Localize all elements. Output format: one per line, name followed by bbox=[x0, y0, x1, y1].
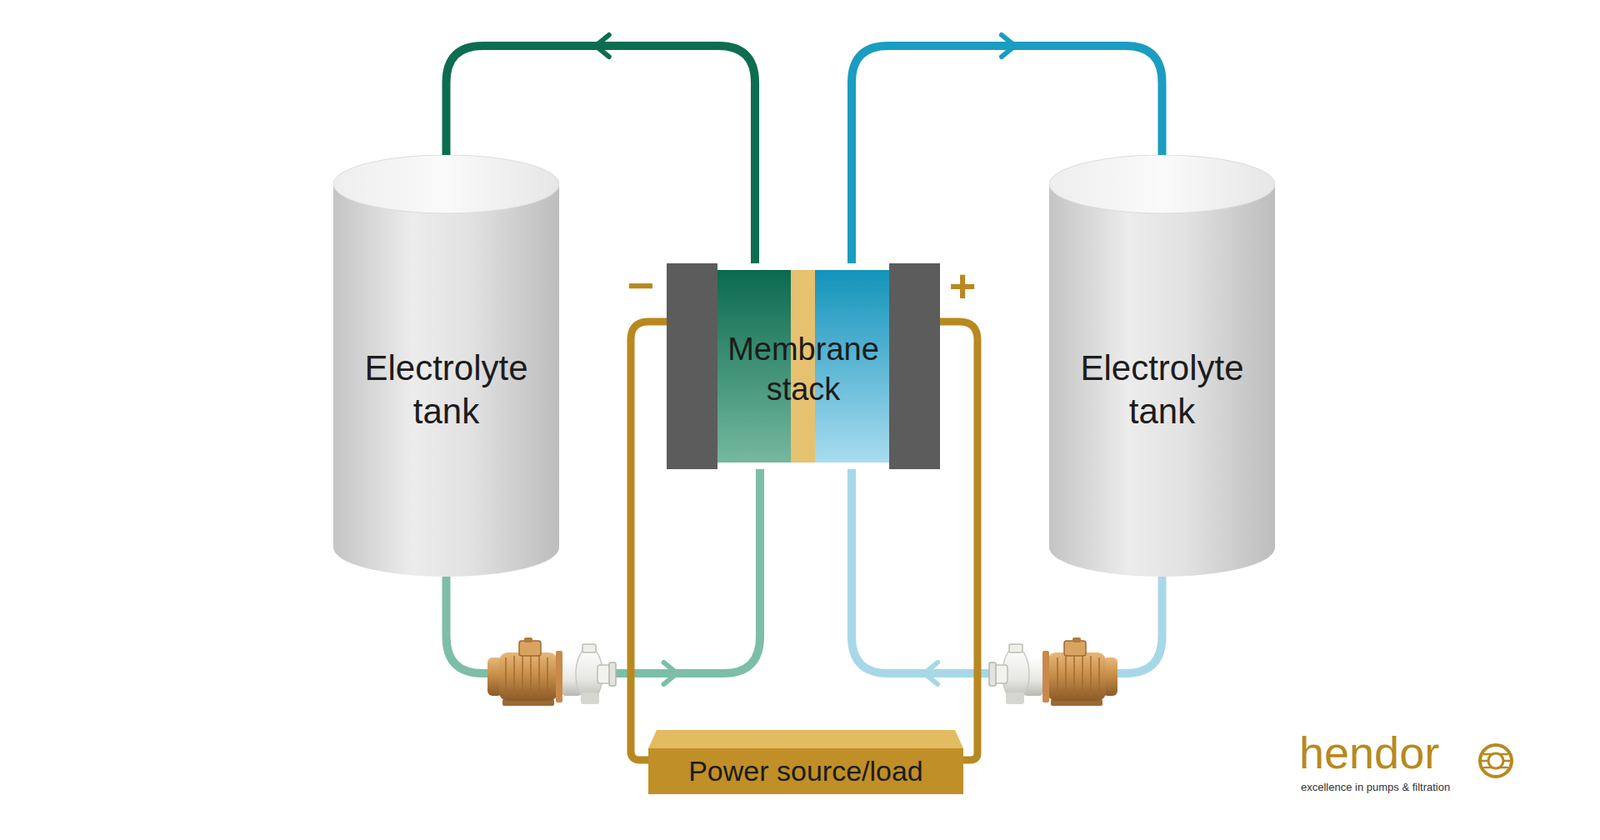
logo-tagline: excellence in pumps & filtration bbox=[1300, 781, 1518, 794]
connector-line bbox=[630, 321, 667, 760]
flow-arrowhead bbox=[1001, 35, 1015, 57]
logo-mark bbox=[1480, 745, 1512, 777]
pump bbox=[487, 637, 616, 706]
flow-arrowhead bbox=[924, 662, 938, 685]
terminal-sign: + bbox=[932, 260, 993, 312]
power-wire bbox=[940, 321, 978, 760]
flow-arrowhead bbox=[595, 35, 610, 57]
power-source-box: Power source/load bbox=[648, 730, 964, 795]
electrolyte-tank: Electrolyte tank bbox=[1049, 155, 1275, 577]
pump bbox=[989, 637, 1118, 706]
node-label: Electrolyte tank bbox=[1080, 346, 1244, 435]
node-label: Membrane stack bbox=[727, 330, 880, 410]
node-label: Electrolyte tank bbox=[364, 346, 528, 435]
membrane-stack: Membrane stack bbox=[666, 263, 940, 470]
power-label: Power source/load bbox=[688, 753, 924, 790]
terminal-sign: − bbox=[610, 260, 671, 312]
logo-wordmark: hendor bbox=[1299, 728, 1466, 778]
power-wire bbox=[630, 321, 667, 760]
flow-arrowhead bbox=[664, 662, 678, 685]
connector-line bbox=[940, 321, 978, 760]
electrolyte-tank: Electrolyte tank bbox=[333, 155, 560, 577]
